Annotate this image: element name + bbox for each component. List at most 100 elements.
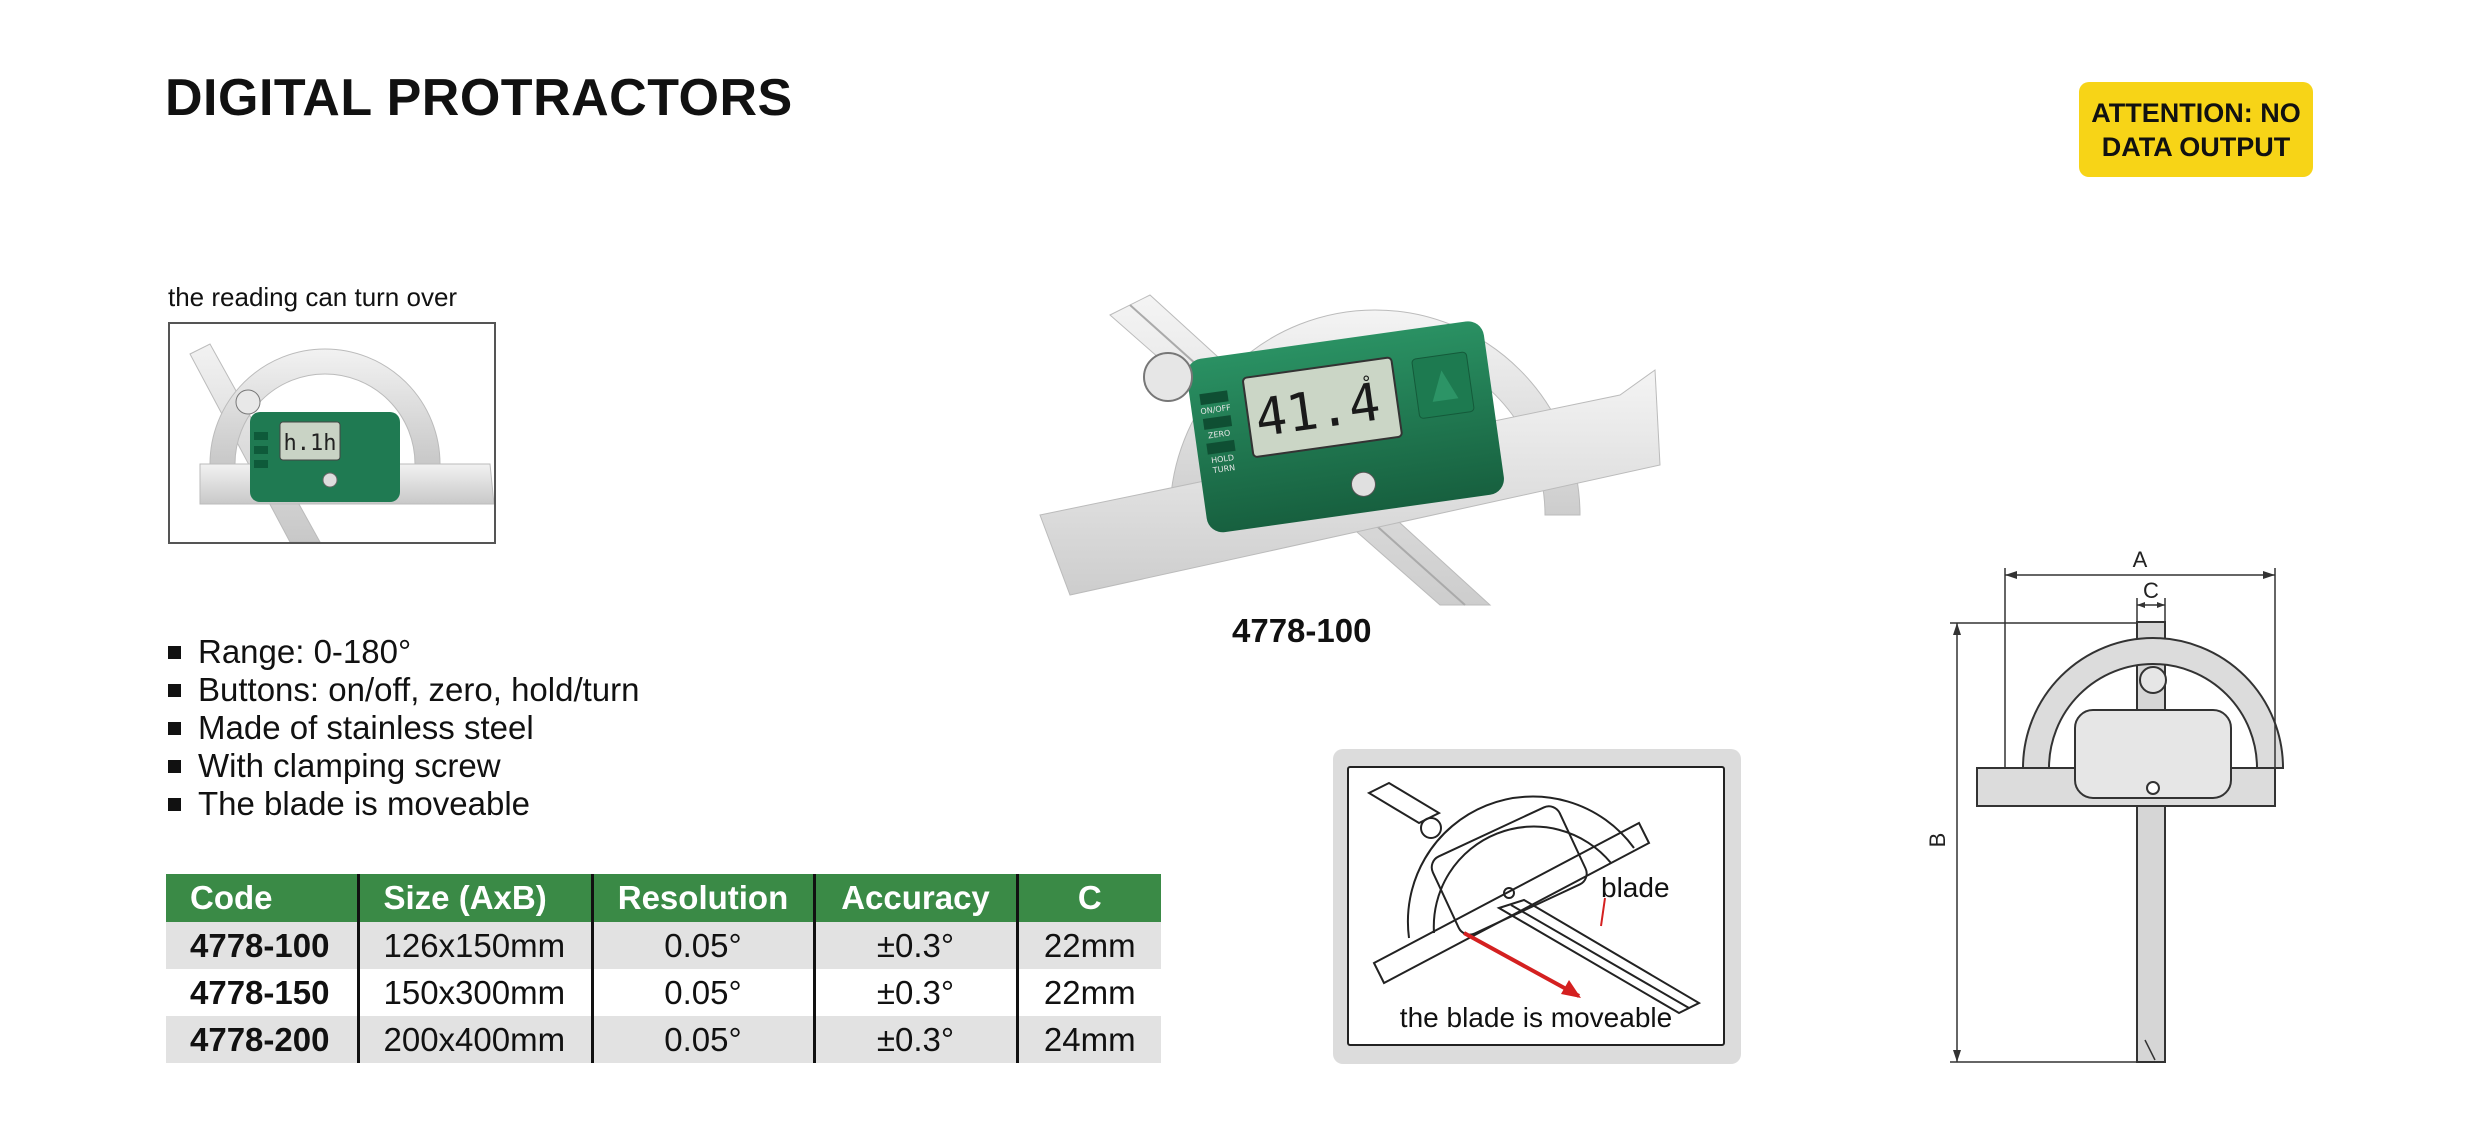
spec-cell-accuracy: ±0.3° [812, 969, 1017, 1016]
main-device: 41.4 ° ON/OFF ZERO HOLD TURN [1186, 321, 1504, 533]
feature-text: Made of stainless steel [198, 709, 534, 746]
main-button-label: ON/OFF [1200, 403, 1232, 416]
feature-list: Range: 0-180° Buttons: on/off, zero, hol… [168, 633, 640, 823]
dimension-arrow-icon [2263, 571, 2275, 579]
blade-diagram-drawing [1366, 781, 1702, 1015]
main-button-zero [1202, 415, 1233, 430]
thumbnail-arc [209, 348, 441, 465]
main-button-onoff [1199, 390, 1229, 406]
blade-diagram-knob-icon [1420, 817, 1442, 839]
table-row: 4778-150 150x300mm 0.05° ±0.3° 22mm [166, 969, 1161, 1016]
attention-line-2: DATA OUTPUT [2101, 131, 2291, 162]
spec-cell-code: 4778-100 [166, 922, 358, 969]
spec-cell-code: 4778-200 [166, 1016, 358, 1063]
thumbnail-protractor-illustration: h.1h [189, 343, 495, 543]
main-button-label: TURN [1211, 463, 1235, 475]
feature-text: Buttons: on/off, zero, hold/turn [198, 671, 640, 708]
spec-cell-size: 126x150mm [356, 922, 592, 969]
blade-diagram-frame: blade the blade is moveable [1333, 749, 1741, 1064]
attention-badge: ATTENTION: NO DATA OUTPUT [2079, 82, 2313, 177]
blade-diagram-blade [1496, 898, 1702, 1015]
bullet-square-icon [168, 683, 181, 697]
dimension-arrow-icon [2157, 602, 2165, 608]
table-row: 4778-100 126x150mm 0.05° ±0.3° 22mm [166, 922, 1161, 969]
bullet-square-icon [168, 797, 181, 811]
dimension-label-c: C [2143, 578, 2159, 603]
spec-header-code: Code [166, 874, 358, 922]
spec-header-accuracy: Accuracy [812, 874, 1017, 922]
blade-move-arrow-icon [1463, 931, 1580, 998]
bullet-square-icon [168, 645, 181, 659]
spec-cell-resolution: 0.05° [590, 969, 814, 1016]
blade-label-pointer [1600, 897, 1606, 927]
spec-cell-accuracy: ±0.3° [812, 922, 1017, 969]
bullet-square-icon [168, 759, 181, 773]
blade-diagram-stub [1366, 781, 1442, 825]
feature-text: Range: 0-180° [198, 633, 412, 670]
feature-text: With clamping screw [198, 747, 501, 784]
spec-cell-size: 150x300mm [356, 969, 592, 1016]
dimension-arrow-icon [1953, 623, 1961, 635]
main-button-label: ZERO [1207, 428, 1230, 440]
thumbnail-button [254, 432, 268, 440]
thumbnail-photo: h.1h [168, 322, 496, 544]
thumbnail-button [254, 446, 268, 454]
dimension-arrow-icon [2137, 602, 2145, 608]
dimension-arrow-icon [1953, 1050, 1961, 1062]
main-logo-icon [1432, 370, 1459, 402]
dimension-knob-icon [2139, 666, 2167, 694]
blade-move-arrow-head-icon [1561, 980, 1581, 998]
spec-cell-accuracy: ±0.3° [812, 1016, 1017, 1063]
feature-text: The blade is moveable [198, 785, 531, 822]
blade-diagram-screw-icon [1503, 887, 1515, 899]
thumbnail-knob-icon [235, 389, 261, 415]
dimension-device [2074, 709, 2232, 799]
spec-table-header-row: Code Size (AxB) Resolution Accuracy C [166, 874, 1161, 922]
spec-table: Code Size (AxB) Resolution Accuracy C 47… [166, 874, 1161, 1063]
blade-diagram-device [1430, 805, 1588, 936]
spec-header-c: C [1015, 874, 1161, 922]
spec-cell-c: 22mm [1015, 922, 1161, 969]
feature-item: With clamping screw [168, 747, 640, 785]
feature-item: Range: 0-180° [168, 633, 640, 671]
dimension-label-b: B [1925, 833, 1950, 848]
dimension-label-a: A [2133, 547, 2148, 572]
spec-cell-code: 4778-150 [166, 969, 358, 1016]
thumbnail-screen [279, 421, 341, 461]
feature-item: Buttons: on/off, zero, hold/turn [168, 671, 640, 709]
feature-item: Made of stainless steel [168, 709, 640, 747]
thumbnail-display-value: h.1h [284, 431, 337, 456]
dimension-arc [2021, 637, 2285, 769]
dimension-blade-tip [2144, 1039, 2156, 1061]
bullet-square-icon [168, 721, 181, 735]
spec-cell-size: 200x400mm [356, 1016, 592, 1063]
main-button-label: HOLD [1211, 453, 1235, 465]
spec-cell-c: 24mm [1015, 1016, 1161, 1063]
blade-diagram-arc-inner [1432, 825, 1612, 934]
dimension-arrow-icon [2005, 571, 2017, 579]
thumbnail-caption: the reading can turn over [168, 282, 458, 312]
main-product-model: 4778-100 [1232, 612, 1372, 649]
main-display-degree: ° [1361, 372, 1373, 394]
spec-cell-resolution: 0.05° [590, 1016, 814, 1063]
main-screw-icon [1350, 471, 1376, 497]
main-product-photo: 41.4 ° ON/OFF ZERO HOLD TURN [1039, 294, 1661, 606]
feature-item: The blade is moveable [168, 785, 640, 823]
thumbnail-button [254, 460, 268, 468]
blade-diagram-base [1372, 821, 1651, 985]
blade-diagram-arc-outer [1406, 795, 1635, 939]
spec-header-resolution: Resolution [590, 874, 814, 922]
blade-diagram: blade the blade is moveable [1347, 766, 1725, 1046]
blade-diagram-caption: the blade is moveable [1399, 1002, 1673, 1033]
spec-cell-c: 22mm [1015, 969, 1161, 1016]
main-button-hold [1206, 439, 1236, 455]
dimension-blade [2136, 621, 2166, 1063]
spec-header-size: Size (AxB) [356, 874, 592, 922]
main-clamp-knob-icon [1143, 352, 1193, 402]
blade-diagram-blade-groove [1510, 904, 1690, 1009]
table-row: 4778-200 200x400mm 0.05° ±0.3° 24mm [166, 1016, 1161, 1063]
blade-label: blade [1601, 872, 1670, 903]
dimension-drawing: A C B [1925, 547, 2285, 1063]
page-title: DIGITAL PROTRACTORS [165, 69, 793, 127]
attention-line-1: ATTENTION: NO [2091, 97, 2301, 128]
